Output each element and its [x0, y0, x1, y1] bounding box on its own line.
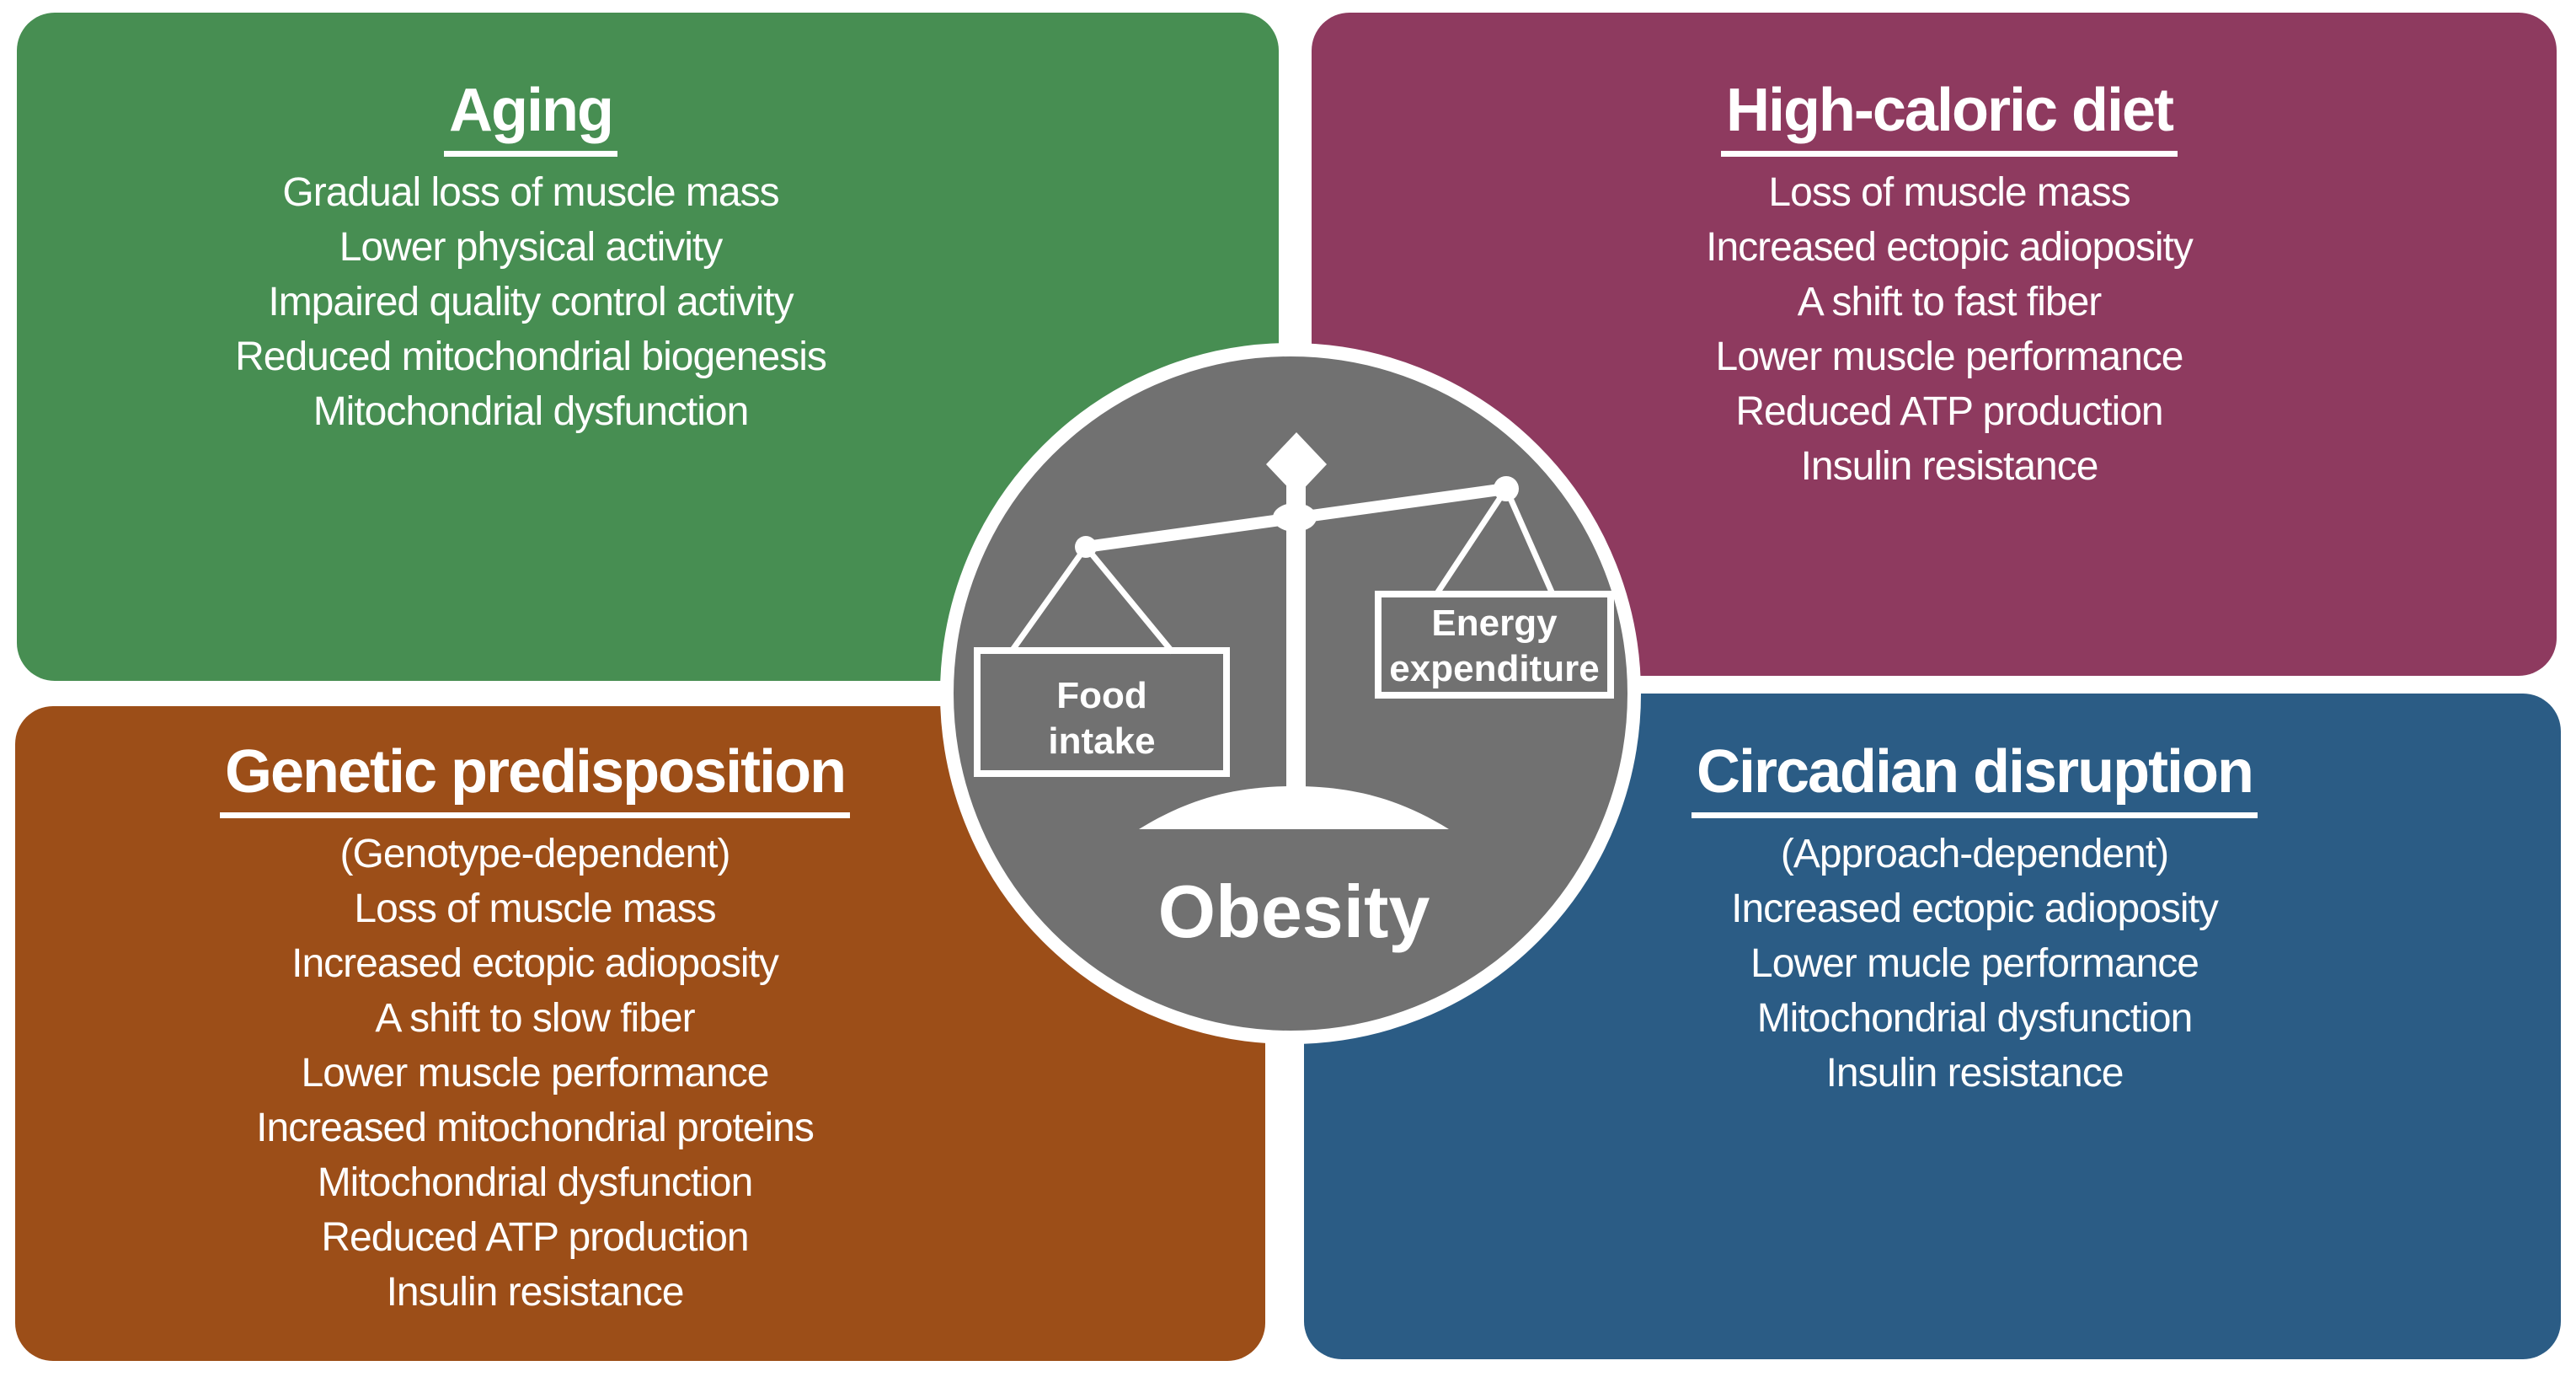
panel-item-list: Gradual loss of muscle mass Lower physic… — [34, 165, 1028, 439]
panel-item: Insulin resistance — [386, 1270, 685, 1315]
scale-finial — [1266, 432, 1327, 496]
panel-genetic-predisposition-text: Genetic predisposition (Genotype-depende… — [38, 737, 1032, 1320]
panel-title-text: High-caloric diet — [1720, 76, 2178, 157]
panel-item: Impaired quality control activity — [268, 280, 794, 324]
panel-aging-text: Aging Gradual loss of muscle mass Lower … — [34, 76, 1028, 439]
panel-item: A shift to slow fiber — [375, 996, 695, 1041]
energy-expenditure-pan — [1375, 591, 1614, 699]
food-intake-pan-label-line1: Food — [1056, 675, 1147, 716]
panel-circadian-disruption-text: Circadian disruption (Approach-dependent… — [1427, 737, 2522, 1101]
panel-title: Aging — [34, 76, 1028, 157]
scale-base — [1139, 786, 1449, 829]
panel-item-list: (Genotype-dependent) Loss of muscle mass… — [38, 827, 1032, 1320]
right-pan-hanger — [1433, 482, 1557, 597]
panel-high-caloric-diet-text: High-caloric diet Loss of muscle mass In… — [1402, 76, 2497, 494]
panel-item: Lower physical activity — [339, 225, 724, 270]
scale-pole — [1286, 468, 1306, 809]
panel-item: Increased ectopic adioposity — [1731, 887, 2219, 931]
energy-expenditure-pan-label-line1: Energy — [1431, 603, 1558, 644]
panel-item: Mitochondrial dysfunction — [317, 1160, 754, 1205]
panel-item: Increased ectopic adioposity — [291, 941, 779, 986]
panel-title: Circadian disruption — [1427, 737, 2522, 818]
obesity-label: Obesity — [1158, 870, 1430, 953]
panel-item: (Approach-dependent) — [1780, 832, 2169, 876]
panel-item: A shift to fast fiber — [1797, 280, 2103, 324]
panel-title-text: Aging — [444, 76, 617, 157]
panel-title: Genetic predisposition — [38, 737, 1032, 818]
panel-item: Lower mucle performance — [1750, 941, 2199, 986]
food-intake-pan-label-line2: intake — [1048, 720, 1155, 762]
panel-item-list: Loss of muscle mass Increased ectopic ad… — [1402, 165, 2497, 494]
balance-scale-icon: Food intake Energy expenditure Obesity — [974, 432, 1614, 953]
panel-title: High-caloric diet — [1402, 76, 2497, 157]
panel-item: Increased ectopic adioposity — [1706, 225, 2194, 270]
panel-item: Lower muscle performance — [1715, 335, 2184, 379]
energy-expenditure-pan-label-line2: expenditure — [1389, 648, 1599, 689]
panel-item-list: (Approach-dependent) Increased ectopic a… — [1427, 827, 2522, 1101]
panel-title-text: Genetic predisposition — [219, 737, 851, 818]
panel-item: Reduced ATP production — [1735, 389, 2163, 434]
panel-item: Loss of muscle mass — [354, 887, 716, 931]
scale-pivot — [1273, 503, 1317, 532]
panel-item: Loss of muscle mass — [1768, 170, 2130, 215]
left-pan-hanger — [1008, 542, 1175, 655]
panel-item: (Genotype-dependent) — [339, 832, 731, 876]
panel-item: Mitochondrial dysfunction — [1756, 996, 2194, 1041]
panel-item: Insulin resistance — [1800, 444, 2099, 489]
panel-item: Insulin resistance — [1825, 1051, 2124, 1095]
panel-item: Increased mitochondrial proteins — [256, 1106, 815, 1150]
panel-item: Reduced mitochondrial biogenesis — [235, 335, 827, 379]
food-intake-pan — [974, 647, 1230, 777]
panel-item: Mitochondrial dysfunction — [313, 389, 750, 434]
panel-item: Lower muscle performance — [301, 1051, 770, 1095]
panel-aging: Aging Gradual loss of muscle mass Lower … — [17, 13, 1279, 681]
panel-item: Gradual loss of muscle mass — [282, 170, 779, 215]
panel-high-caloric-diet: High-caloric diet Loss of muscle mass In… — [1312, 13, 2557, 676]
panel-title-text: Circadian disruption — [1691, 737, 2258, 818]
panel-item: Reduced ATP production — [321, 1215, 749, 1260]
